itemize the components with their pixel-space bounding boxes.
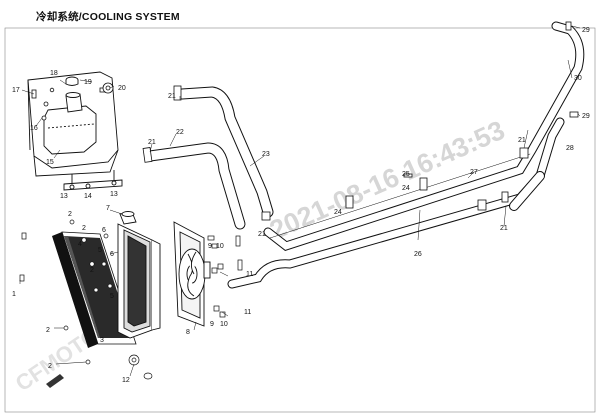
reservoir-bracket <box>27 71 119 177</box>
callout-13-right: 13 <box>110 191 118 198</box>
callout-24-left: 24 <box>334 209 342 216</box>
callout-2-c: 2 <box>90 267 94 274</box>
callout-21-top: 21 <box>168 93 176 100</box>
radiator-core <box>52 231 137 348</box>
callout-1: 1 <box>12 291 16 298</box>
callouts: 17 18 19 20 16 15 13 14 13 21 22 21 23 7… <box>12 27 590 384</box>
callout-2-d: 2 <box>46 327 50 334</box>
callout-29-mid: 29 <box>582 113 590 120</box>
radiator-fan <box>173 221 211 327</box>
callout-3: 3 <box>100 337 104 344</box>
callout-11-mid: 11 <box>246 271 253 278</box>
callout-2-b: 2 <box>82 225 86 232</box>
tee-fittings <box>345 173 428 209</box>
diagram-frame <box>4 27 596 413</box>
callout-21-right: 21 <box>518 137 526 144</box>
callout-5-top: 5 <box>98 247 102 254</box>
hose-upper-inner <box>145 87 273 229</box>
callout-9-top: 9 <box>208 243 212 250</box>
leader-lines <box>19 25 581 377</box>
callout-10-top: 10 <box>216 243 224 250</box>
callout-14: 14 <box>84 193 92 200</box>
callout-21-mid: 21 <box>258 231 266 238</box>
watermark-timestamp: 2021-08-16 16:43:53 <box>265 115 509 246</box>
hose-clamps <box>142 21 579 221</box>
callout-12: 12 <box>122 377 130 384</box>
callout-26: 26 <box>414 251 422 258</box>
callout-15: 15 <box>46 159 54 166</box>
hose-long-27 <box>263 21 585 252</box>
callout-9-bot: 9 <box>210 321 214 328</box>
callout-2-a: 2 <box>68 211 72 218</box>
coolant-reservoir <box>43 76 97 155</box>
callout-28: 28 <box>566 145 574 152</box>
callout-29-top: 29 <box>582 27 590 34</box>
callout-5-bot: 5 <box>110 293 114 300</box>
callout-22: 22 <box>176 129 184 136</box>
callout-25: 25 <box>402 171 410 178</box>
callout-13-left: 13 <box>60 193 68 200</box>
callout-19: 19 <box>84 79 92 86</box>
callout-2-e: 2 <box>48 363 52 370</box>
callout-6-top: 6 <box>102 227 106 234</box>
callout-21-bot: 21 <box>500 225 508 232</box>
callout-24-right: 24 <box>402 185 410 192</box>
callout-23: 23 <box>262 151 270 158</box>
hose-28 <box>509 171 545 211</box>
callout-20: 20 <box>118 85 126 92</box>
callout-18: 18 <box>50 70 58 77</box>
mount-bar <box>63 170 123 191</box>
callout-6-mid: 6 <box>110 251 114 258</box>
callout-17: 17 <box>12 87 20 94</box>
radiator-fasteners <box>19 219 243 380</box>
callout-21-left: 21 <box>148 139 156 146</box>
callout-27: 27 <box>470 169 478 176</box>
callout-7: 7 <box>106 205 110 212</box>
callout-16: 16 <box>30 125 38 132</box>
warning-label <box>46 374 64 388</box>
radiator-body <box>117 211 161 339</box>
callout-30: 30 <box>574 75 582 82</box>
callout-11-bot: 11 <box>244 309 251 316</box>
callout-4: 4 <box>78 241 82 248</box>
diagram-title: 冷却系统/COOLING SYSTEM <box>36 11 180 23</box>
callout-10-bot: 10 <box>220 321 228 328</box>
callout-8: 8 <box>186 329 190 336</box>
